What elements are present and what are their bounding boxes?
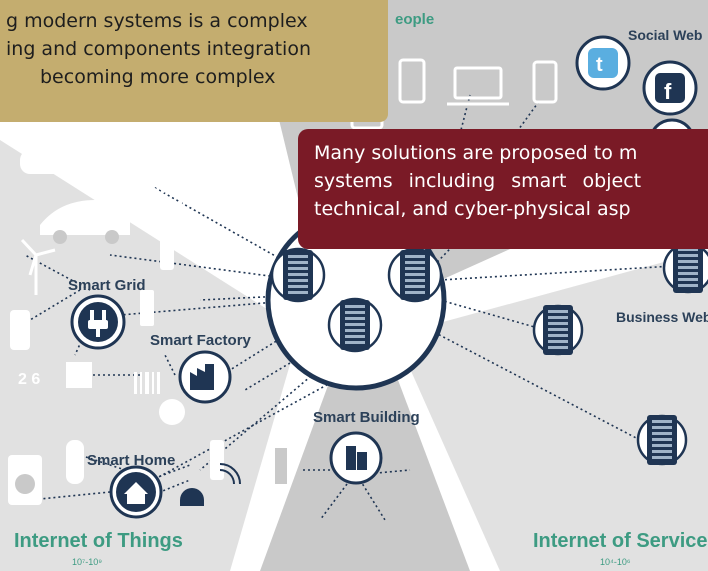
business-web-label: Business Web <box>616 309 708 325</box>
social-web-label: Social Web <box>628 27 702 43</box>
washing-machine-icon <box>8 455 42 505</box>
people-label: eople <box>395 11 434 28</box>
wind-turbine-icon <box>20 238 56 295</box>
solar-panel-icon <box>66 362 92 388</box>
home-icon <box>109 465 163 519</box>
tools-icon <box>159 399 185 425</box>
building-icon <box>329 431 383 485</box>
sensor-icon <box>219 463 241 485</box>
callout-line: g modern systems is a complex <box>6 10 308 32</box>
laptop-icon <box>447 66 509 106</box>
server-icon <box>270 247 326 303</box>
server-icon <box>327 297 383 353</box>
factory-icon <box>178 350 232 404</box>
alarm-icon <box>180 488 204 506</box>
internet-of-things-range: 10⁷-10⁹ <box>72 557 102 567</box>
smart-factory-label: Smart Factory <box>150 332 252 349</box>
callout-line: systems including smart object <box>314 170 642 192</box>
plug-icon <box>70 294 126 350</box>
server-icon <box>387 247 443 303</box>
smart-grid-label: Smart Grid <box>68 277 146 294</box>
smart-building-label: Smart Building <box>313 409 420 426</box>
meter-text: 2 6 <box>18 371 40 388</box>
callout-line: ing and components integration <box>6 38 312 60</box>
business-server-icon <box>662 242 708 294</box>
battery-icon <box>10 290 154 350</box>
car-icon <box>20 150 108 193</box>
barcode-icon <box>134 372 160 394</box>
bicycle-icon <box>120 183 183 213</box>
complexity-callout: g modern systems is a complex ing and co… <box>0 0 388 122</box>
callout-line: becoming more complex <box>40 66 276 88</box>
charger-icon <box>160 232 174 270</box>
internet-of-services-range: 10⁴-10⁶ <box>600 557 631 567</box>
facebook-icon: f <box>642 60 698 116</box>
electric-car-icon <box>40 200 130 244</box>
services-wedge <box>395 250 708 571</box>
twitter-icon: t <box>575 35 631 91</box>
svg-text:t: t <box>596 54 603 76</box>
callout-line: Many solutions are proposed to m <box>314 142 638 164</box>
smart-home-label: Smart Home <box>87 452 175 469</box>
svg-text:f: f <box>664 79 672 104</box>
door-icon <box>269 444 291 488</box>
phone-icon <box>398 58 558 104</box>
callout-line: technical, and cyber-physical asp <box>314 198 631 220</box>
solutions-callout: Many solutions are proposed to m systems… <box>298 129 708 249</box>
business-server-icon <box>636 414 688 466</box>
business-server-icon <box>532 304 584 356</box>
internet-of-services-label: Internet of Services <box>533 530 708 552</box>
internet-of-things-label: Internet of Things <box>14 530 183 552</box>
